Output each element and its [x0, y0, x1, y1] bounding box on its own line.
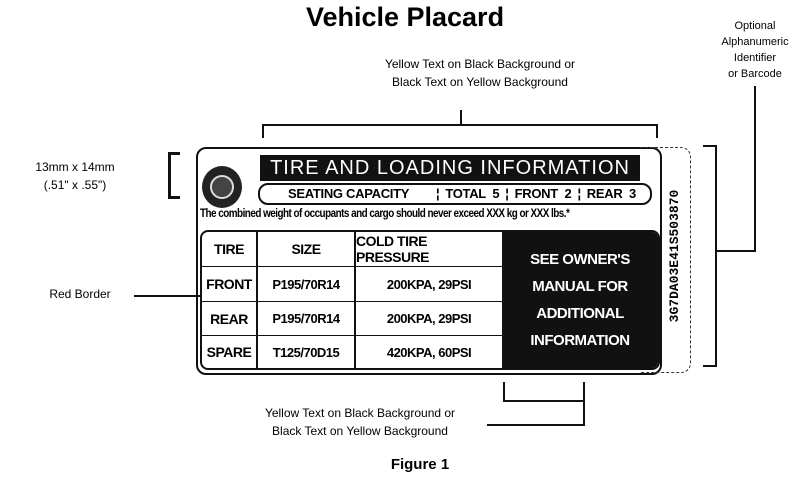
- alphanumeric-identifier: 3G7DA03E41S503870: [667, 189, 682, 323]
- row-front-tire: FRONT: [206, 276, 252, 292]
- right-annotation-line: or Barcode: [728, 68, 782, 80]
- tire-icon: [202, 166, 242, 208]
- seating-separator: ¦: [577, 186, 581, 201]
- row-rear-pressure: 200KPA, 29PSI: [386, 311, 472, 326]
- owner-box-line: SEE OWNER'S: [530, 251, 630, 268]
- tire-table: TIRE SIZE COLD TIRE PRESSURE FRONT P195/…: [200, 230, 660, 370]
- right-annotation-line: Alphanumeric: [721, 36, 789, 48]
- header-pressure: COLD TIRE PRESSURE: [356, 233, 430, 265]
- row-rear-tire: REAR: [210, 310, 248, 327]
- header-size: SIZE: [291, 241, 321, 257]
- owner-box-line: INFORMATION: [530, 332, 630, 349]
- right-annotation-line: Optional: [734, 20, 776, 32]
- owner-box-line: ADDITIONAL: [536, 305, 624, 322]
- seating-rear: REAR 3: [586, 186, 637, 201]
- row-front-pressure: 200KPA, 29PSI: [386, 276, 472, 292]
- seating-separator: ¦: [435, 186, 440, 201]
- seating-total: TOTAL 5: [445, 186, 500, 201]
- seating-label: SEATING CAPACITY: [288, 186, 410, 201]
- row-spare-tire: SPARE: [206, 344, 252, 360]
- top-annotation-line-1: Yellow Text on Black Background or: [384, 57, 576, 71]
- diagram-title: Vehicle Placard: [305, 2, 505, 32]
- seating-separator: ¦: [505, 186, 509, 201]
- right-annotation: Optional Alphanumeric Identifier or Barc…: [700, 18, 810, 82]
- bottom-annotation-line-2: Black Text on Yellow Background: [272, 424, 448, 438]
- owners-manual-box: SEE OWNER'S MANUAL FOR ADDITIONAL INFORM…: [502, 232, 658, 368]
- red-border-pointer: [134, 295, 200, 297]
- row-front-size: P195/70R14: [272, 276, 340, 292]
- identifier-area: [640, 147, 691, 373]
- row-rear-size: P195/70R14: [272, 311, 340, 326]
- placard-header: TIRE AND LOADING INFORMATION: [260, 155, 640, 181]
- figure-caption: Figure 1: [390, 456, 450, 473]
- weight-notice: The combined weight of occupants and car…: [200, 208, 570, 220]
- header-tire: TIRE: [214, 241, 244, 257]
- placard-outline: [196, 147, 662, 375]
- owner-box-line: MANUAL FOR: [532, 278, 628, 295]
- red-border-annotation: Red Border: [49, 287, 111, 301]
- size-annotation-line-2: (.51" x .55"): [43, 178, 107, 192]
- row-spare-size: T125/70D15: [272, 344, 340, 360]
- top-annotation-line-2: Black Text on Yellow Background: [392, 75, 568, 89]
- row-spare-pressure: 420KPA, 60PSI: [386, 344, 472, 360]
- size-annotation-line-1: 13mm x 14mm: [35, 160, 115, 174]
- placard-header-text: TIRE AND LOADING INFORMATION: [270, 157, 630, 179]
- right-annotation-line: Identifier: [733, 52, 777, 64]
- seating-front: FRONT 2: [514, 186, 572, 201]
- seating-capacity-row: SEATING CAPACITY ¦ TOTAL 5 ¦ FRONT 2 ¦ R…: [258, 183, 652, 205]
- bottom-annotation-line-1: Yellow Text on Black Background or: [264, 406, 456, 420]
